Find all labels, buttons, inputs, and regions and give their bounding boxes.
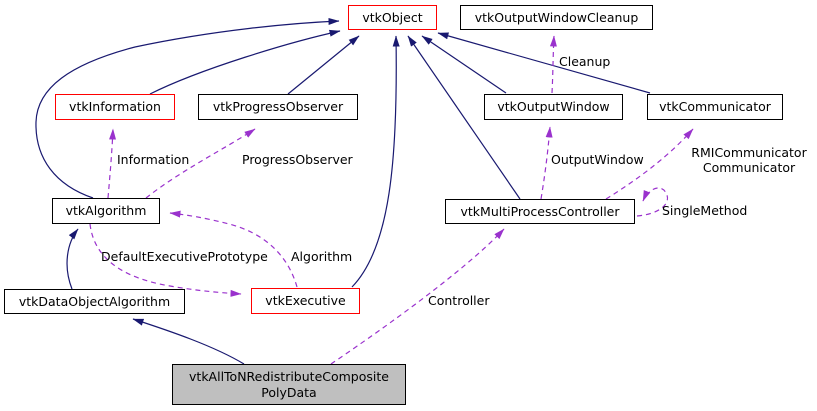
edge-progressobserver-usage [145,128,256,199]
edge-label-rmicommunicator-communicator: RMICommunicator Communicator [685,145,813,176]
edge-information-usage [107,128,117,199]
edge-outputwindow-usage [540,126,553,200]
edge-label-outputwindow: OutputWindow [551,152,644,167]
edge-controller-usage [330,228,505,365]
edge-label-communicator: Communicator [702,160,796,176]
edge-label-singlemethod: SingleMethod [662,203,748,218]
edge-singlemethod-selfloop [636,187,669,217]
node-vtkoutputwindowcleanup[interactable]: vtkOutputWindowCleanup [460,5,653,30]
edge-algorithm-usage [169,210,298,288]
node-vtkinformation[interactable]: vtkInformation [55,94,175,120]
edge-vtkcommunicator-to-vtkobject [437,32,651,94]
edge-defaultexecutiveprototype-usage [89,223,242,297]
node-vtkoutputwindow[interactable]: vtkOutputWindow [484,94,623,120]
edge-label-progressobserver: ProgressObserver [242,152,353,167]
edge-label-controller: Controller [428,293,490,308]
edge-vtkexecutive-to-vtkobject [351,35,400,288]
edge-rmicommunicator-usage [605,128,694,200]
edge-vtkoutputwindow-to-vtkobject [421,35,507,94]
node-vtkalltonredistributecompositepolydata[interactable]: vtkAllToNRedistributeComposite PolyData [172,364,406,405]
node-vtkobject[interactable]: vtkObject [348,5,437,30]
edge-label-cleanup: Cleanup [559,54,611,69]
node-vtkprogressobserver[interactable]: vtkProgressObserver [198,94,358,120]
edge-cleanup-usage [549,35,557,94]
edge-vtkalgorithm-to-vtkobject [35,17,340,199]
node-vtkexecutive[interactable]: vtkExecutive [251,288,360,314]
node-vtkalgorithm[interactable]: vtkAlgorithm [52,198,160,224]
edge-label-information: Information [117,152,190,167]
edge-main-to-vtkdataobjectalgorithm [132,318,245,365]
node-vtkmultiprocesscontroller[interactable]: vtkMultiProcessController [445,199,635,224]
edge-vtkinformation-to-vtkobject [149,29,341,95]
edge-label-defaultexecutiveprototype: DefaultExecutivePrototype [101,249,268,264]
main-node-label-line1: vtkAllToNRedistributeComposite [189,368,389,384]
node-vtkdataobjectalgorithm[interactable]: vtkDataObjectAlgorithm [4,289,185,314]
edge-label-rmicommunicator: RMICommunicator [691,145,807,160]
edge-vtkprogressobserver-to-vtkobject [287,35,360,95]
main-node-label-line2: PolyData [261,384,317,400]
node-vtkcommunicator[interactable]: vtkCommunicator [647,94,783,120]
edge-vtkdataobjectalgorithm-to-vtkalgorithm [66,228,79,290]
edge-label-algorithm: Algorithm [291,249,353,264]
edge-vtkmultiprocesscontroller-to-vtkobject [407,35,521,200]
